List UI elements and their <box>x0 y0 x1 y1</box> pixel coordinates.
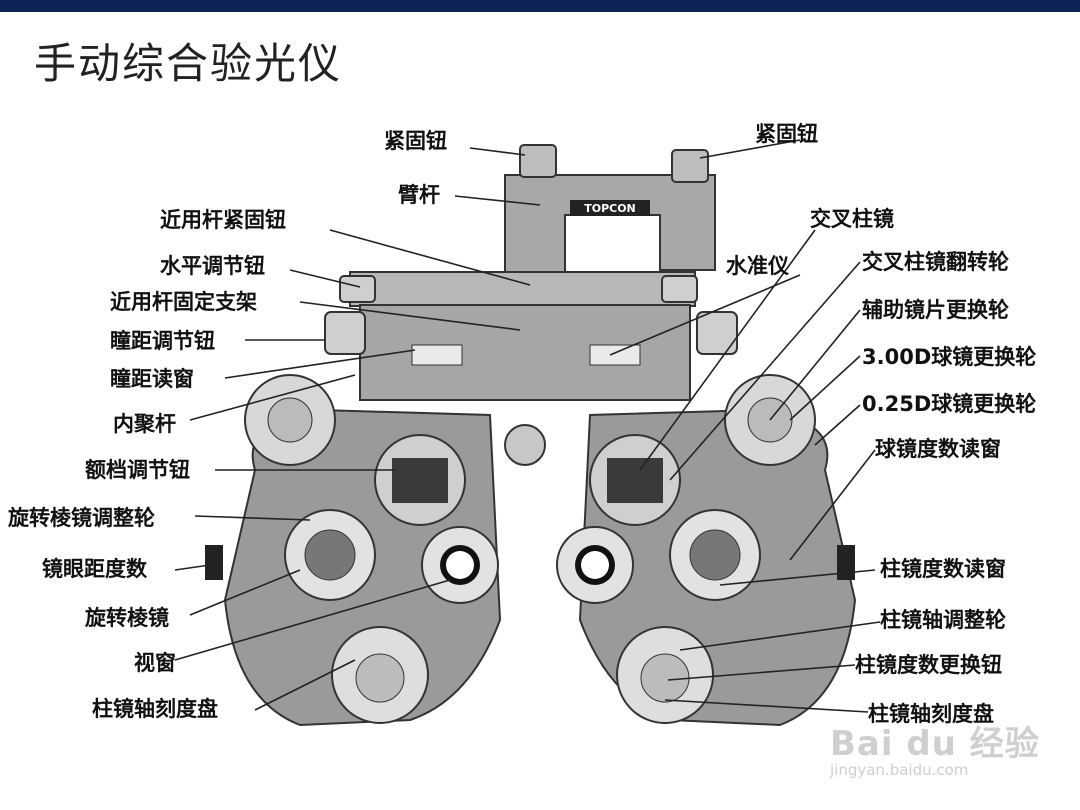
leader-line <box>664 699 869 713</box>
label-sph-window: 球镜度数读窗 <box>875 437 1001 461</box>
label-cyl-power-knob: 柱镜度数更换钮 <box>855 653 1002 677</box>
label-near-rod-bracket: 近用杆固定支架 <box>110 290 257 314</box>
label-prism-wheel: 旋转棱镜调整轮 <box>8 506 155 530</box>
leader-line <box>289 269 361 288</box>
label-fasten-knob-right: 紧固钮 <box>755 122 818 146</box>
leader-line <box>189 374 356 421</box>
label-cyl-axis-dial-right: 柱镜轴刻度盘 <box>868 702 994 726</box>
leader-line <box>769 309 861 421</box>
leader-line <box>669 261 861 481</box>
leader-line <box>679 621 881 651</box>
leader-line <box>194 515 311 521</box>
leader-line <box>174 564 211 571</box>
label-pd-knob: 瞳距调节钮 <box>110 329 215 353</box>
label-cyl-axis-dial-left: 柱镜轴刻度盘 <box>92 697 218 721</box>
label-near-rod-fasten-knob: 近用杆紧固钮 <box>160 208 286 232</box>
label-convergence-lever: 内聚杆 <box>113 412 176 436</box>
slide-title: 手动综合验光仪 <box>34 39 343 88</box>
leader-line <box>174 579 451 661</box>
leader-line <box>189 569 301 616</box>
leader-line <box>789 355 861 421</box>
leader-line <box>639 229 816 471</box>
label-level-gauge: 水准仪 <box>726 254 789 278</box>
leader-line <box>814 404 861 446</box>
leader-line <box>609 274 801 356</box>
leader-line <box>469 147 526 156</box>
leader-line <box>667 664 856 681</box>
watermark: Bai du 经验 jingyan.baidu.com <box>830 716 1040 779</box>
label-cross-cyl: 交叉柱镜 <box>810 207 894 231</box>
label-rotary-prism: 旋转棱镜 <box>85 606 169 630</box>
label-cross-cyl-flip: 交叉柱镜翻转轮 <box>862 250 1009 274</box>
label-sph-025-wheel: 0.25D球镜更换轮 <box>862 392 1037 416</box>
label-vertex-distance: 镜眼距度数 <box>42 557 147 581</box>
label-forehead-knob: 额档调节钮 <box>85 458 190 482</box>
watermark-logo: Bai du 经验 <box>830 724 1040 764</box>
leader-line <box>789 449 876 561</box>
leader-line <box>699 139 801 159</box>
phoropter-illustration: TOPCON <box>205 144 857 727</box>
leader-line <box>299 301 521 331</box>
leader-line <box>719 569 876 586</box>
label-arm: 臂杆 <box>398 183 440 207</box>
brand-logo: TOPCON <box>584 202 636 215</box>
label-aux-lens-wheel: 辅助镜片更换轮 <box>862 298 1009 322</box>
watermark-url: jingyan.baidu.com <box>830 761 969 779</box>
label-sph-3-wheel: 3.00D球镜更换轮 <box>862 345 1037 369</box>
label-pd-window: 瞳距读窗 <box>110 367 194 391</box>
leader-lines <box>174 139 881 713</box>
label-cyl-axis-wheel: 柱镜轴调整轮 <box>880 608 1006 632</box>
top-bar <box>0 0 1080 12</box>
label-cyl-power-window: 柱镜度数读窗 <box>880 557 1006 581</box>
leader-line <box>254 659 356 711</box>
leader-line <box>224 349 416 379</box>
label-level-knob: 水平调节钮 <box>160 254 265 278</box>
label-fasten-knob-left: 紧固钮 <box>384 129 447 153</box>
leader-line <box>454 195 541 206</box>
label-sight-window: 视窗 <box>134 651 176 675</box>
leader-line <box>329 229 531 286</box>
